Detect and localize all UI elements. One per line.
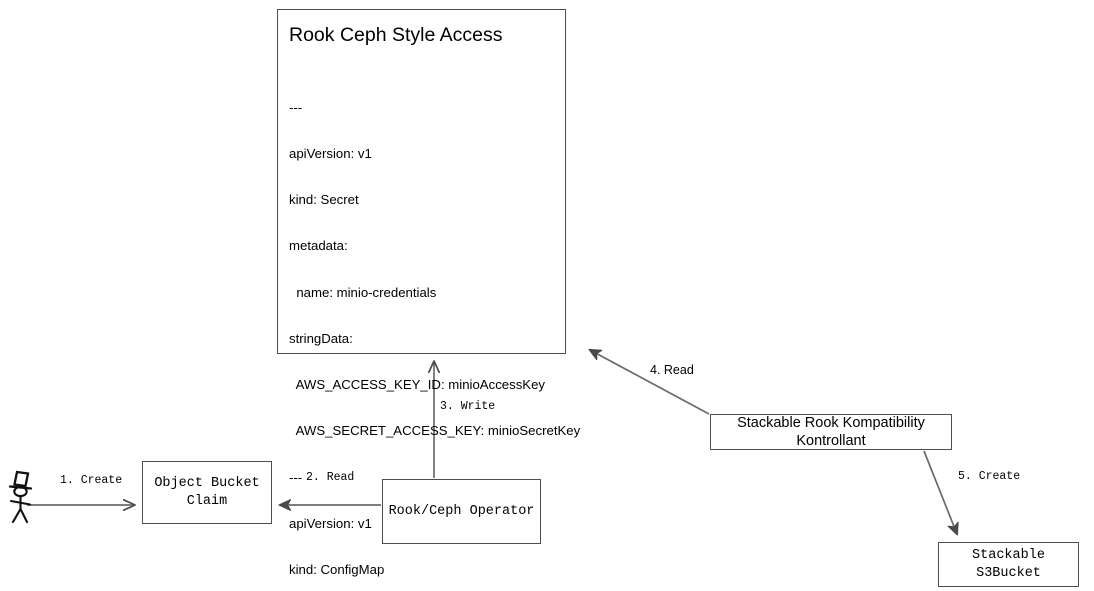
yaml-line: apiVersion: v1 <box>289 146 372 162</box>
yaml-line: stringData: <box>289 330 353 346</box>
yaml-card-body: --- apiVersion: v1 kind: Secret metadata… <box>289 69 581 591</box>
node-rook-ceph-operator-label: Rook/Ceph Operator <box>388 503 535 519</box>
yaml-card: Rook Ceph Style Access --- apiVersion: v… <box>277 9 580 577</box>
yaml-line: AWS_ACCESS_KEY_ID: minioAccessKey <box>289 377 546 393</box>
yaml-line: kind: Secret <box>289 192 359 208</box>
yaml-line: AWS_SECRET_ACCESS_KEY: minioSecretKey <box>289 423 581 439</box>
edge-label-4-read: 4. Read <box>650 363 694 377</box>
edge-label-2-read: 2. Read <box>306 471 355 484</box>
node-srkk-label: Stackable Rook Kompatibility Kontrollant <box>737 415 925 449</box>
node-stackable-rook-kompatibility-kontrollant: Stackable Rook Kompatibility Kontrollant <box>710 414 952 450</box>
edge-label-5-create: 5. Create <box>958 470 1021 483</box>
node-object-bucket-claim-line1: Object Bucket <box>154 475 260 491</box>
edge-5-create-arrow <box>923 450 957 534</box>
node-rook-ceph-operator: Rook/Ceph Operator <box>382 479 541 544</box>
edge-label-1-create: 1. Create <box>60 474 123 487</box>
node-object-bucket-claim: Object Bucket Claim <box>142 461 272 524</box>
edge-label-3-write: 3. Write <box>440 400 496 413</box>
yaml-line: --- <box>289 469 303 485</box>
node-object-bucket-claim-line2: Claim <box>186 493 228 509</box>
yaml-line: apiVersion: v1 <box>289 515 372 531</box>
yaml-line: name: minio-credentials <box>289 284 437 300</box>
yaml-line: metadata: <box>289 238 348 254</box>
node-stackable-s3bucket: Stackable S3Bucket <box>938 542 1079 587</box>
stick-figure-with-top-hat-icon <box>8 470 33 524</box>
node-s3bucket-label: Stackable S3Bucket <box>972 547 1045 581</box>
yaml-line: --- <box>289 99 303 115</box>
yaml-card-title: Rook Ceph Style Access <box>289 24 503 46</box>
yaml-line: kind: ConfigMap <box>289 562 385 577</box>
edge-4-read-arrow <box>590 350 710 415</box>
